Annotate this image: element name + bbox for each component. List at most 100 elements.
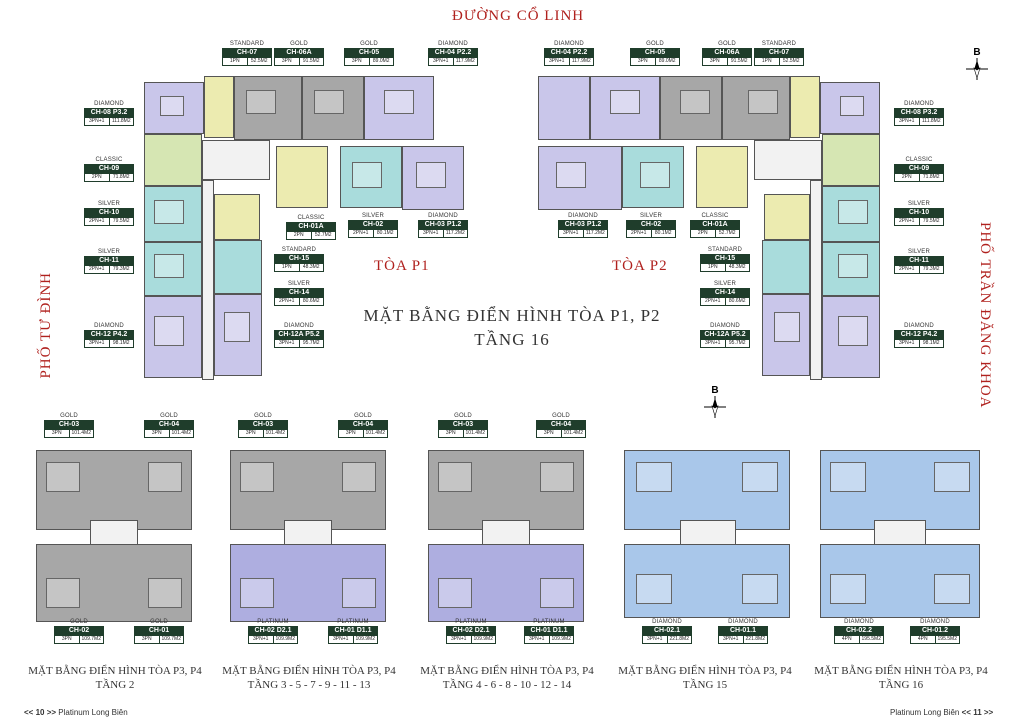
unit-code: CH-09 [84,164,134,174]
unit-area: 117.2M2 [442,230,468,237]
unit-code: CH-03 P1.2 [418,220,468,230]
unit-type: GOLD [60,413,78,419]
unit-area: 52.5M2 [246,58,272,65]
unit-code: CH-06A [274,48,324,58]
unit-code: CH-04 P2.2 [544,48,594,58]
unit-block [234,76,302,140]
plan-floors: TẦNG 4 - 6 - 8 - 10 - 12 - 14 [442,679,572,691]
unit-type: GOLD [552,413,570,419]
unit-beds: 3PN [245,430,256,436]
unit-block [660,76,722,140]
unit-code: CH-04 [536,420,586,430]
unit-block [364,76,434,140]
unit-beds: 3PN+1 [279,340,295,346]
unit-beds: 3PN+1 [253,636,269,642]
unit-code: CH-05 [630,48,680,58]
room [830,574,866,604]
plan-title: MẶT BẰNG ĐIỂN HÌNH TÒA P3, P4 [618,665,792,677]
unit-beds: 3PN+1 [563,230,579,236]
room [154,316,184,346]
plan-bottom-half [230,544,386,622]
room [540,462,574,492]
unit-area: 101.4M2 [262,430,288,437]
unit-block [822,296,880,378]
unit-type: PLATINUM [533,619,565,625]
unit-block [790,76,820,138]
unit-code: CH-04 P2.2 [428,48,478,58]
unit-block [762,294,810,376]
room [416,162,446,188]
unit-type: GOLD [454,413,472,419]
unit-beds: 2PN [293,232,304,238]
unit-block [538,76,590,140]
unit-area: 109.7M2 [78,636,104,643]
unit-type: CLASSIC [95,157,123,163]
unit-type: DIAMOND [94,101,124,107]
unit-beds: 3PN [543,430,554,436]
room [830,462,866,492]
unit-area: 101.4M2 [168,430,194,437]
plan-title: MẶT BẰNG ĐIỂN HÌNH TÒA P3, P4 [222,665,396,677]
unit-code: CH-12 P4.2 [894,330,944,340]
unit-beds: 3PN+1 [723,636,739,642]
unit-beds: 4PN [917,636,928,642]
room [540,578,574,608]
unit-beds: 3PN [151,430,162,436]
corridor-block [202,180,214,380]
room [748,90,778,114]
unit-type: SILVER [361,213,385,219]
unit-code: CH-01 D1.1 [328,626,378,636]
unit-block [340,146,402,208]
unit-area: 91.5M2 [298,58,324,65]
plan-floors: TẦNG 15 [682,679,728,691]
unit-beds: 3PN+1 [433,58,449,64]
unit-code: CH-02 D2.1 [446,626,496,636]
